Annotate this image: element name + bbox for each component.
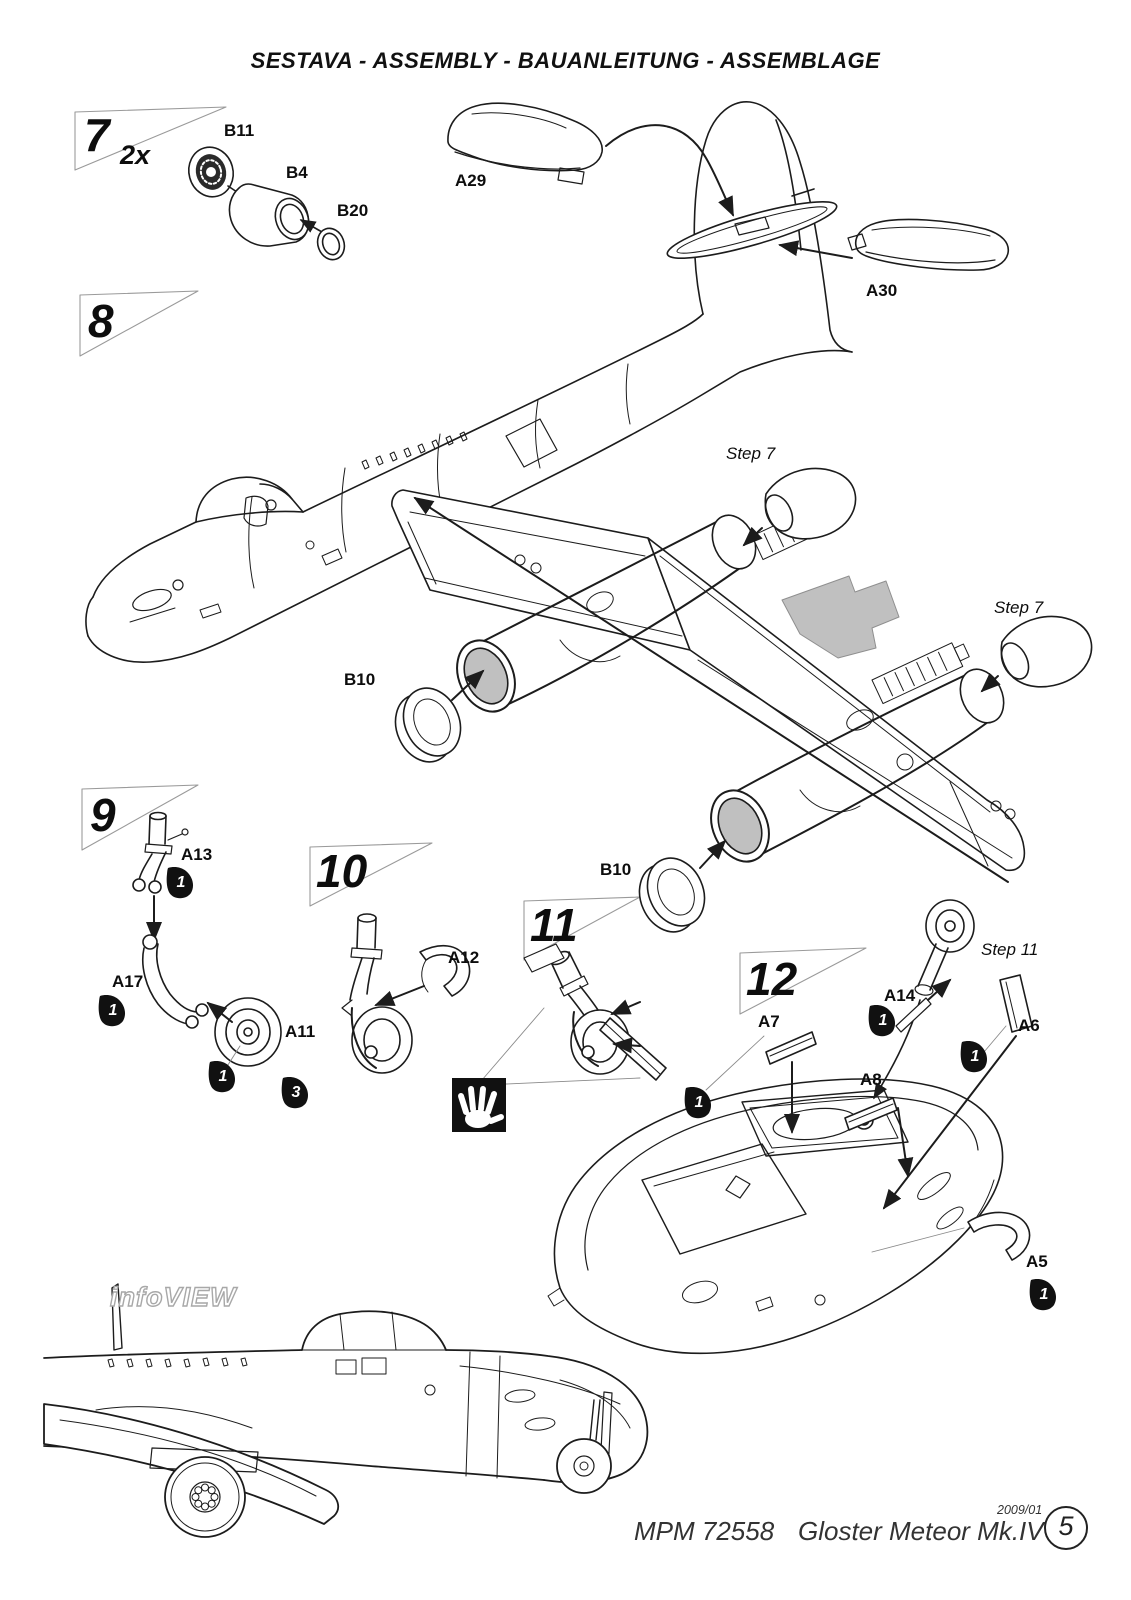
callout-step11: Step 11 <box>981 940 1039 959</box>
step9-tailwheel-drawing <box>132 811 282 1069</box>
part-label-a30: A30 <box>866 281 898 300</box>
part-label-a13: A13 <box>181 845 213 864</box>
glue-drop-count: 1 <box>1039 1286 1049 1303</box>
step-11-number: 11 <box>530 899 578 951</box>
infoview-profile-drawing <box>43 1283 649 1538</box>
part-label-b10-starboard: B10 <box>600 860 632 879</box>
part-label-a29: A29 <box>455 171 487 190</box>
glue-drop-count: 1 <box>108 1002 118 1019</box>
part-label-b4: B4 <box>286 163 308 182</box>
step-10-number: 10 <box>316 845 368 897</box>
step-7-number: 7 <box>84 109 110 161</box>
step-8-number: 8 <box>88 295 114 347</box>
footer-kit-number: MPM 72558 <box>634 1516 775 1546</box>
glue-drop-icon-a7: 1 <box>684 1086 714 1120</box>
part-label-a8: A8 <box>860 1070 882 1089</box>
footer-page-number: 5 <box>1044 1506 1088 1550</box>
step7-engine-parts-drawing <box>187 146 346 261</box>
part-label-b11: B11 <box>224 121 255 140</box>
step-flags <box>74 106 867 1015</box>
glue-drop-icon-a5: 1 <box>1029 1278 1059 1312</box>
step12-fuselage-drawing <box>547 899 1033 1355</box>
part-label-b20: B20 <box>337 201 369 220</box>
glue-drop-icon-3: 3 <box>281 1076 311 1110</box>
step-9-number: 9 <box>90 789 116 841</box>
page-title: SESTAVA - ASSEMBLY - BAUANLEITUNG - ASSE… <box>250 48 881 73</box>
step8-fuselage-drawing <box>85 101 853 663</box>
glue-drop-icon-a14: 1 <box>868 1004 898 1038</box>
part-label-a14: A14 <box>884 986 916 1005</box>
footer-kit-name: Gloster Meteor Mk.IV <box>798 1516 1044 1546</box>
glue-drop-count: 3 <box>291 1084 301 1101</box>
glue-drop-count: 1 <box>970 1048 980 1065</box>
hand-press-icon <box>452 1078 506 1132</box>
step-12-number: 12 <box>746 953 798 1005</box>
glue-drop-count: 1 <box>176 874 186 891</box>
part-label-a12: A12 <box>448 948 480 967</box>
glue-drop-count: 1 <box>694 1094 704 1111</box>
part-label-a17: A17 <box>112 972 144 991</box>
wing-assembly-drawing <box>391 467 1093 933</box>
glue-drop-icon-a13: 1 <box>166 866 196 900</box>
glue-drop-icon-a11: 1 <box>208 1060 238 1094</box>
step10-nosegear-drawing <box>341 913 471 1074</box>
part-label-a7: A7 <box>758 1012 780 1031</box>
glue-drop-icon-a17: 1 <box>98 994 128 1028</box>
part-label-a5: A5 <box>1026 1252 1048 1271</box>
engine-cone-starboard <box>980 615 1093 693</box>
glue-drop-icon-a6: 1 <box>960 1040 990 1074</box>
glue-drop-count: 1 <box>218 1068 228 1085</box>
tailplane-parts-drawing <box>447 102 1010 271</box>
callout-step7-port: Step 7 <box>726 444 776 463</box>
engine-cone-port <box>742 467 857 547</box>
infoview-label: infoVIEW <box>109 1281 237 1312</box>
footer-edition-date: 2009/01 <box>997 1503 1043 1517</box>
b10-cover-port <box>394 669 485 763</box>
step11-nosegear-drawing <box>481 943 667 1085</box>
b10-cover-starboard <box>638 839 727 933</box>
step-7-quantity: 2x <box>120 140 151 170</box>
callout-step7-starboard: Step 7 <box>994 598 1044 617</box>
glue-drop-count: 1 <box>878 1012 888 1029</box>
part-label-b10-port: B10 <box>344 670 376 689</box>
part-label-a6: A6 <box>1018 1016 1040 1035</box>
part-label-a11: A11 <box>285 1022 316 1041</box>
